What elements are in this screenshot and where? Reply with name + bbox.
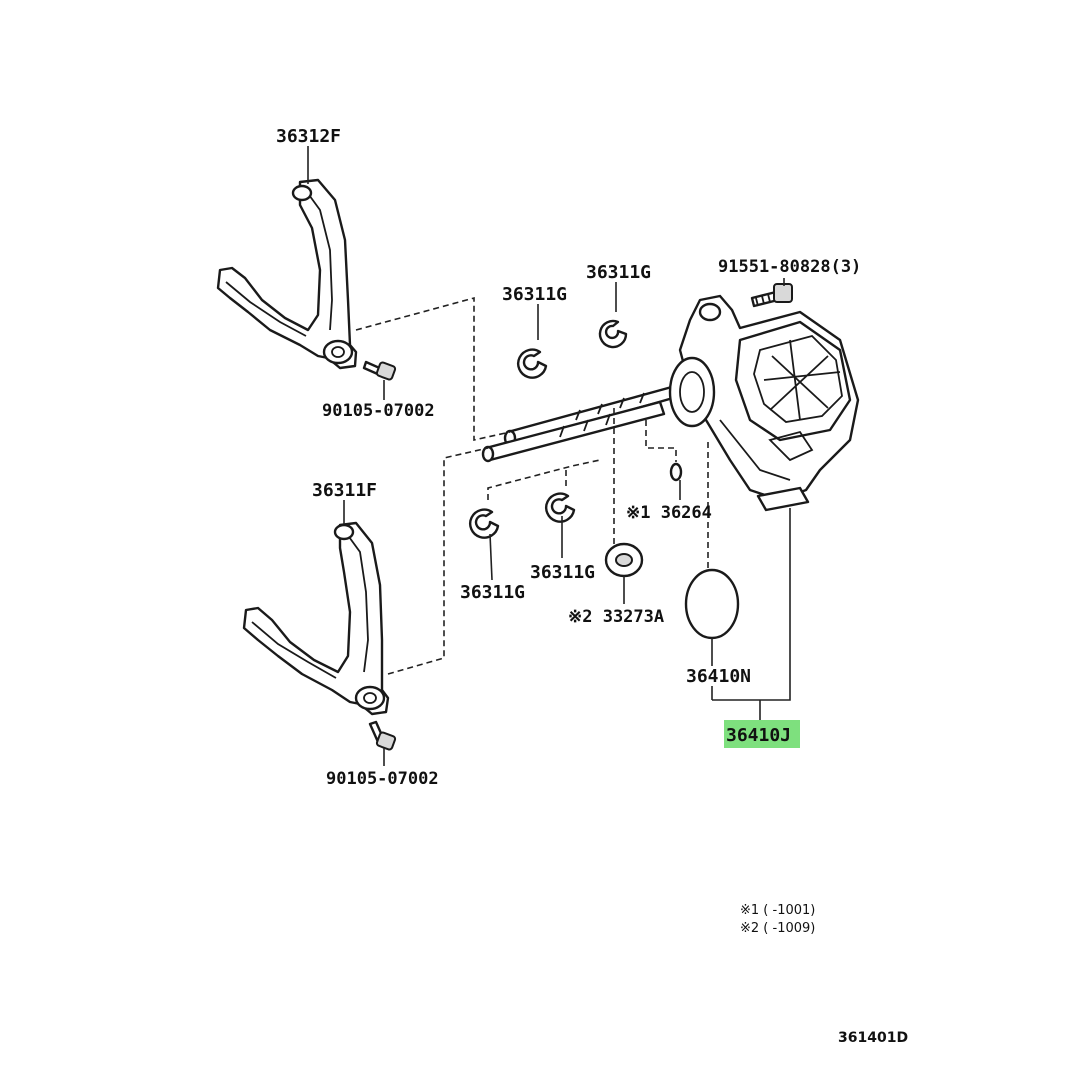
note-2: ※2 ( -1009) (740, 921, 815, 936)
label-36311g-d[interactable]: 36311G (530, 562, 595, 583)
bolt-lower[interactable] (368, 720, 397, 751)
actuator-housing[interactable] (668, 294, 860, 512)
label-90105-07002-lower[interactable]: 90105-07002 (326, 769, 439, 789)
label-36410n[interactable]: 36410N (686, 666, 751, 687)
clip-b[interactable] (598, 319, 628, 349)
clip-d[interactable] (545, 492, 576, 523)
housing-bolt[interactable] (750, 283, 793, 308)
label-36312f[interactable]: 36312F (276, 126, 341, 147)
note-1: ※1 ( -1001) (740, 903, 815, 918)
o-ring[interactable] (684, 568, 740, 640)
pin[interactable] (669, 462, 683, 482)
label-36311g-b[interactable]: 36311G (586, 262, 651, 283)
label-36311g-c[interactable]: 36311G (460, 582, 525, 603)
assembly-lines (355, 296, 709, 675)
figure-code: 361401D (838, 1030, 908, 1046)
clip-c[interactable] (469, 508, 500, 539)
bolt-upper[interactable] (362, 360, 397, 381)
label-36311g-a[interactable]: 36311G (502, 284, 567, 305)
shift-fork-lower[interactable] (242, 521, 390, 716)
shift-shafts[interactable] (481, 380, 696, 463)
washer[interactable] (604, 542, 644, 578)
label-91551-80828[interactable]: 91551-80828(3) (718, 257, 861, 277)
leader-lines (307, 146, 791, 766)
label-90105-07002-upper[interactable]: 90105-07002 (322, 401, 435, 421)
label-36410j[interactable]: 36410J (726, 725, 791, 746)
label-36311f[interactable]: 36311F (312, 480, 377, 501)
label-33273a[interactable]: ※2 33273A (568, 607, 664, 627)
label-36264[interactable]: ※1 36264 (626, 503, 712, 523)
assembly-label-highlight (724, 720, 800, 748)
shift-fork-upper[interactable] (216, 178, 358, 370)
clip-a[interactable] (517, 348, 548, 379)
